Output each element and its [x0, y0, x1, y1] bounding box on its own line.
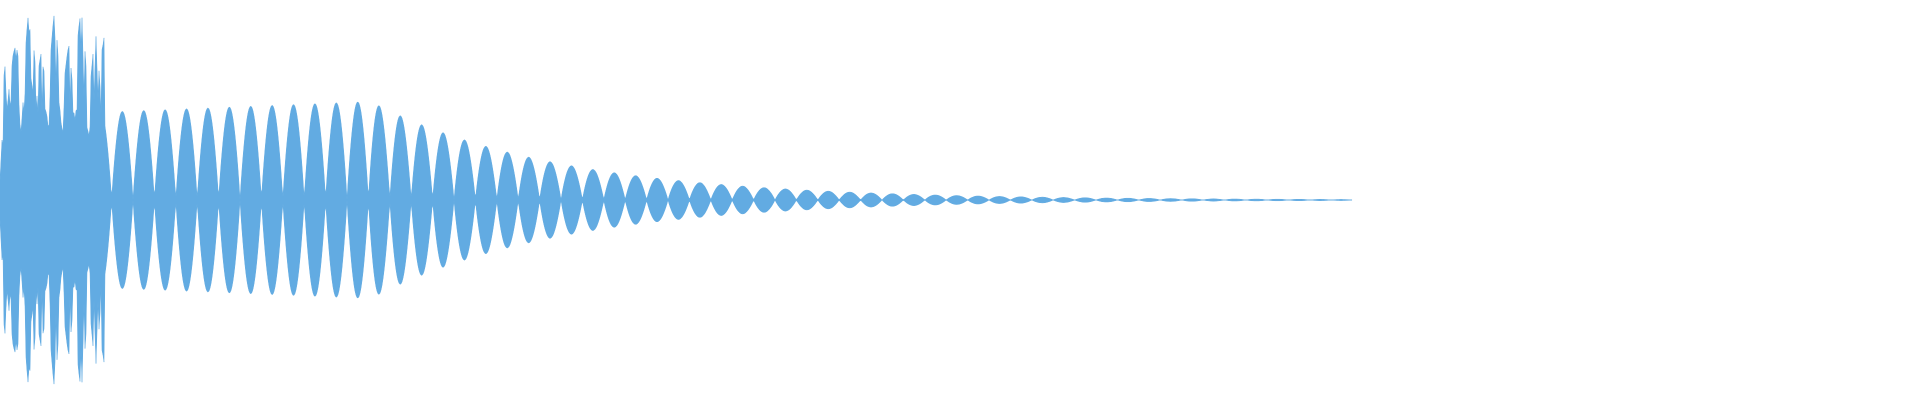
waveform-shape [0, 15, 1353, 385]
